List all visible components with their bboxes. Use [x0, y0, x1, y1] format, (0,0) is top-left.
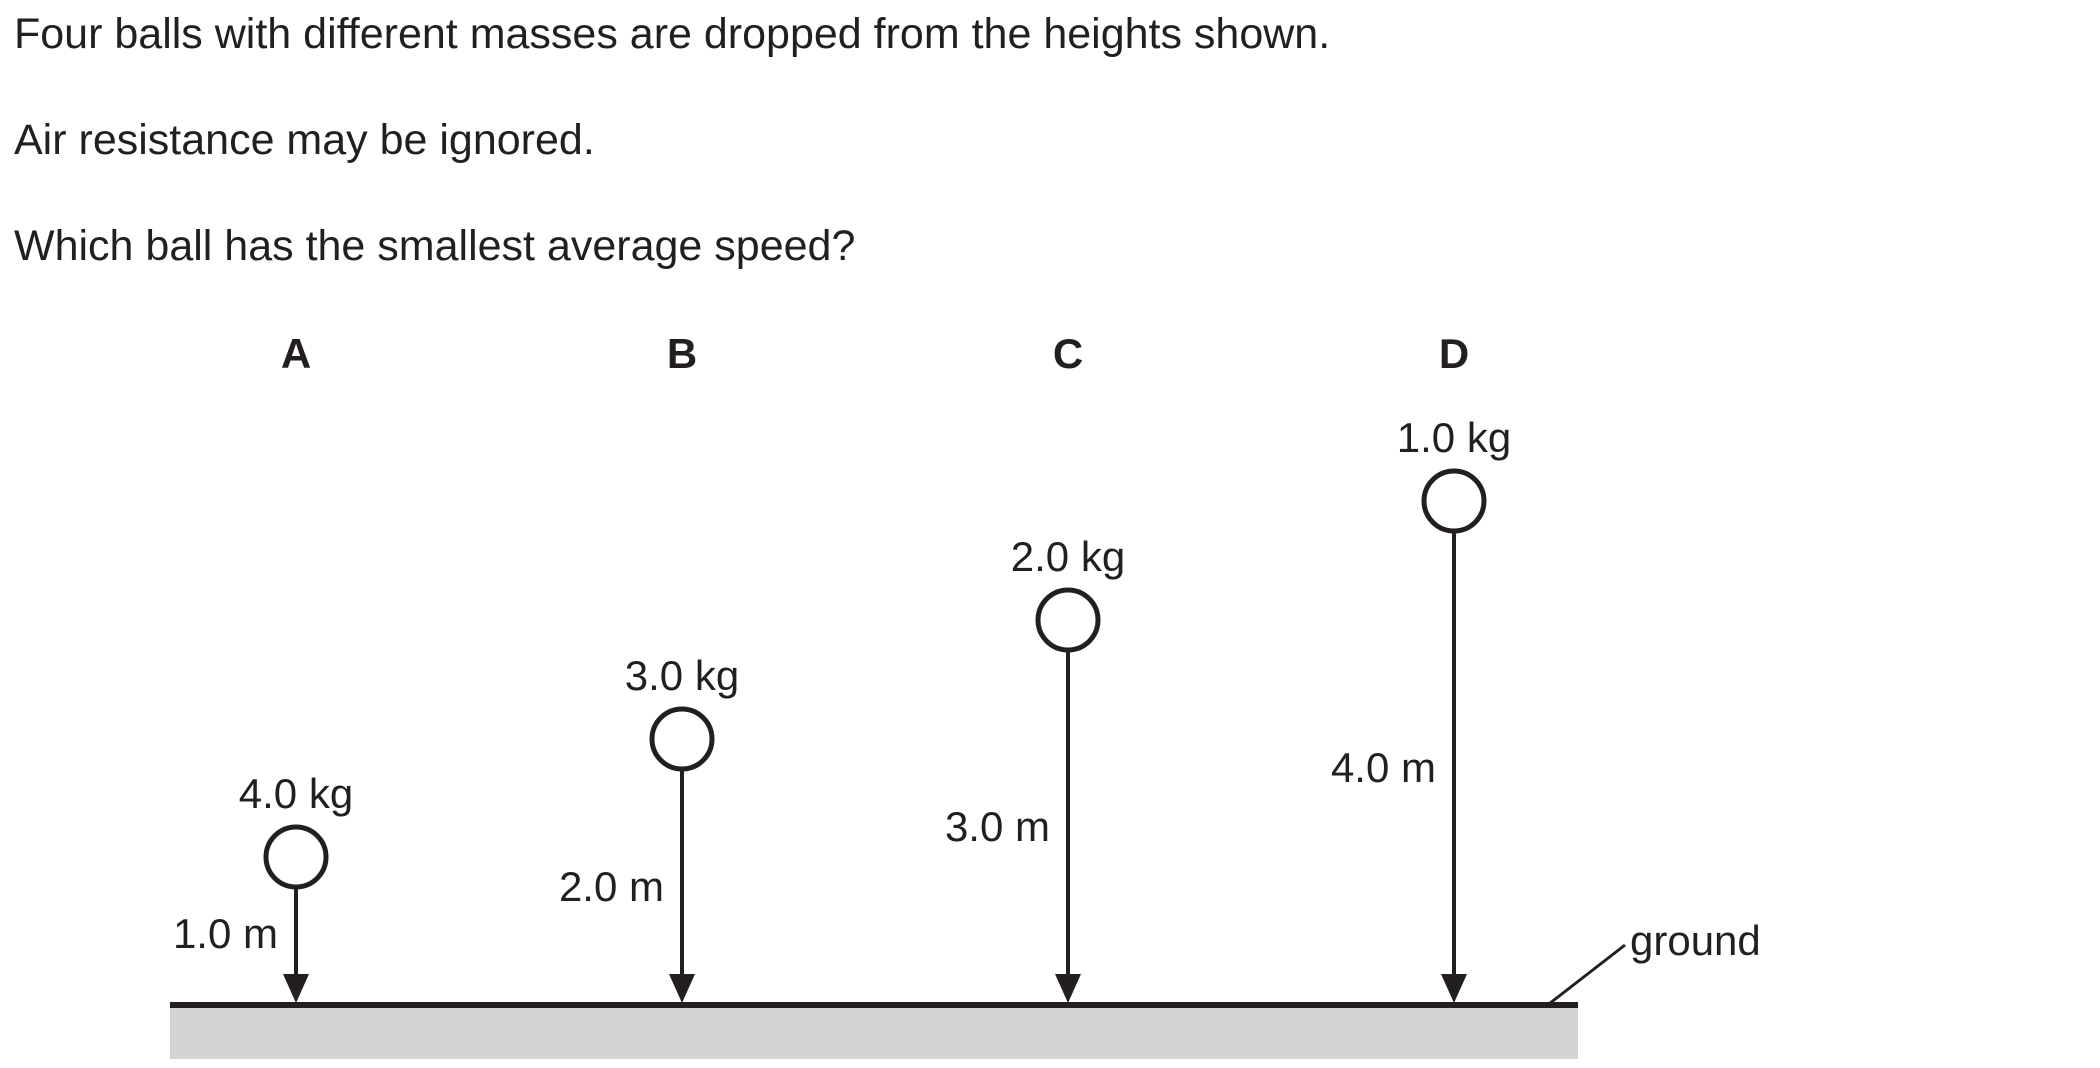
question-line-1: Four balls with different masses are dro…: [14, 10, 1331, 58]
ball-c-height-label: 3.0 m: [945, 803, 1050, 850]
ball-b-height-label: 2.0 m: [559, 863, 664, 910]
question-line-3: Which ball has the smallest average spee…: [14, 222, 856, 270]
ball-b-mass-label: 3.0 kg: [625, 652, 739, 699]
ground-leader-line: [1544, 943, 1626, 1009]
ball-a: [263, 824, 329, 890]
ball-c-arrowhead: [1055, 974, 1081, 1003]
ground-block: [170, 1004, 1578, 1059]
ball-d-group: D 1.0 kg 4.0 m: [1331, 330, 1511, 1003]
ball-b-group: B 3.0 kg 2.0 m: [559, 330, 739, 1003]
ball-a-arrowhead: [283, 974, 309, 1003]
ball-d: [1421, 468, 1487, 534]
ball-d-option-label: D: [1439, 330, 1469, 377]
ball-d-height-label: 4.0 m: [1331, 744, 1436, 791]
ball-b: [649, 706, 715, 772]
ball-a-height-label: 1.0 m: [173, 910, 278, 957]
ball-c: [1035, 587, 1101, 653]
ball-c-option-label: C: [1053, 330, 1083, 377]
ball-d-arrowhead: [1441, 974, 1467, 1003]
ball-a-group: A 4.0 kg 1.0 m: [173, 330, 353, 1003]
ground-label: ground: [1630, 917, 1761, 964]
ball-c-mass-label: 2.0 kg: [1011, 533, 1125, 580]
ball-d-mass-label: 1.0 kg: [1397, 414, 1511, 461]
question-line-2: Air resistance may be ignored.: [14, 116, 595, 164]
ball-b-arrowhead: [669, 974, 695, 1003]
ball-b-option-label: B: [667, 330, 697, 377]
ball-a-option-label: A: [281, 330, 311, 377]
ball-a-mass-label: 4.0 kg: [239, 770, 353, 817]
ball-c-group: C 2.0 kg 3.0 m: [945, 330, 1125, 1003]
